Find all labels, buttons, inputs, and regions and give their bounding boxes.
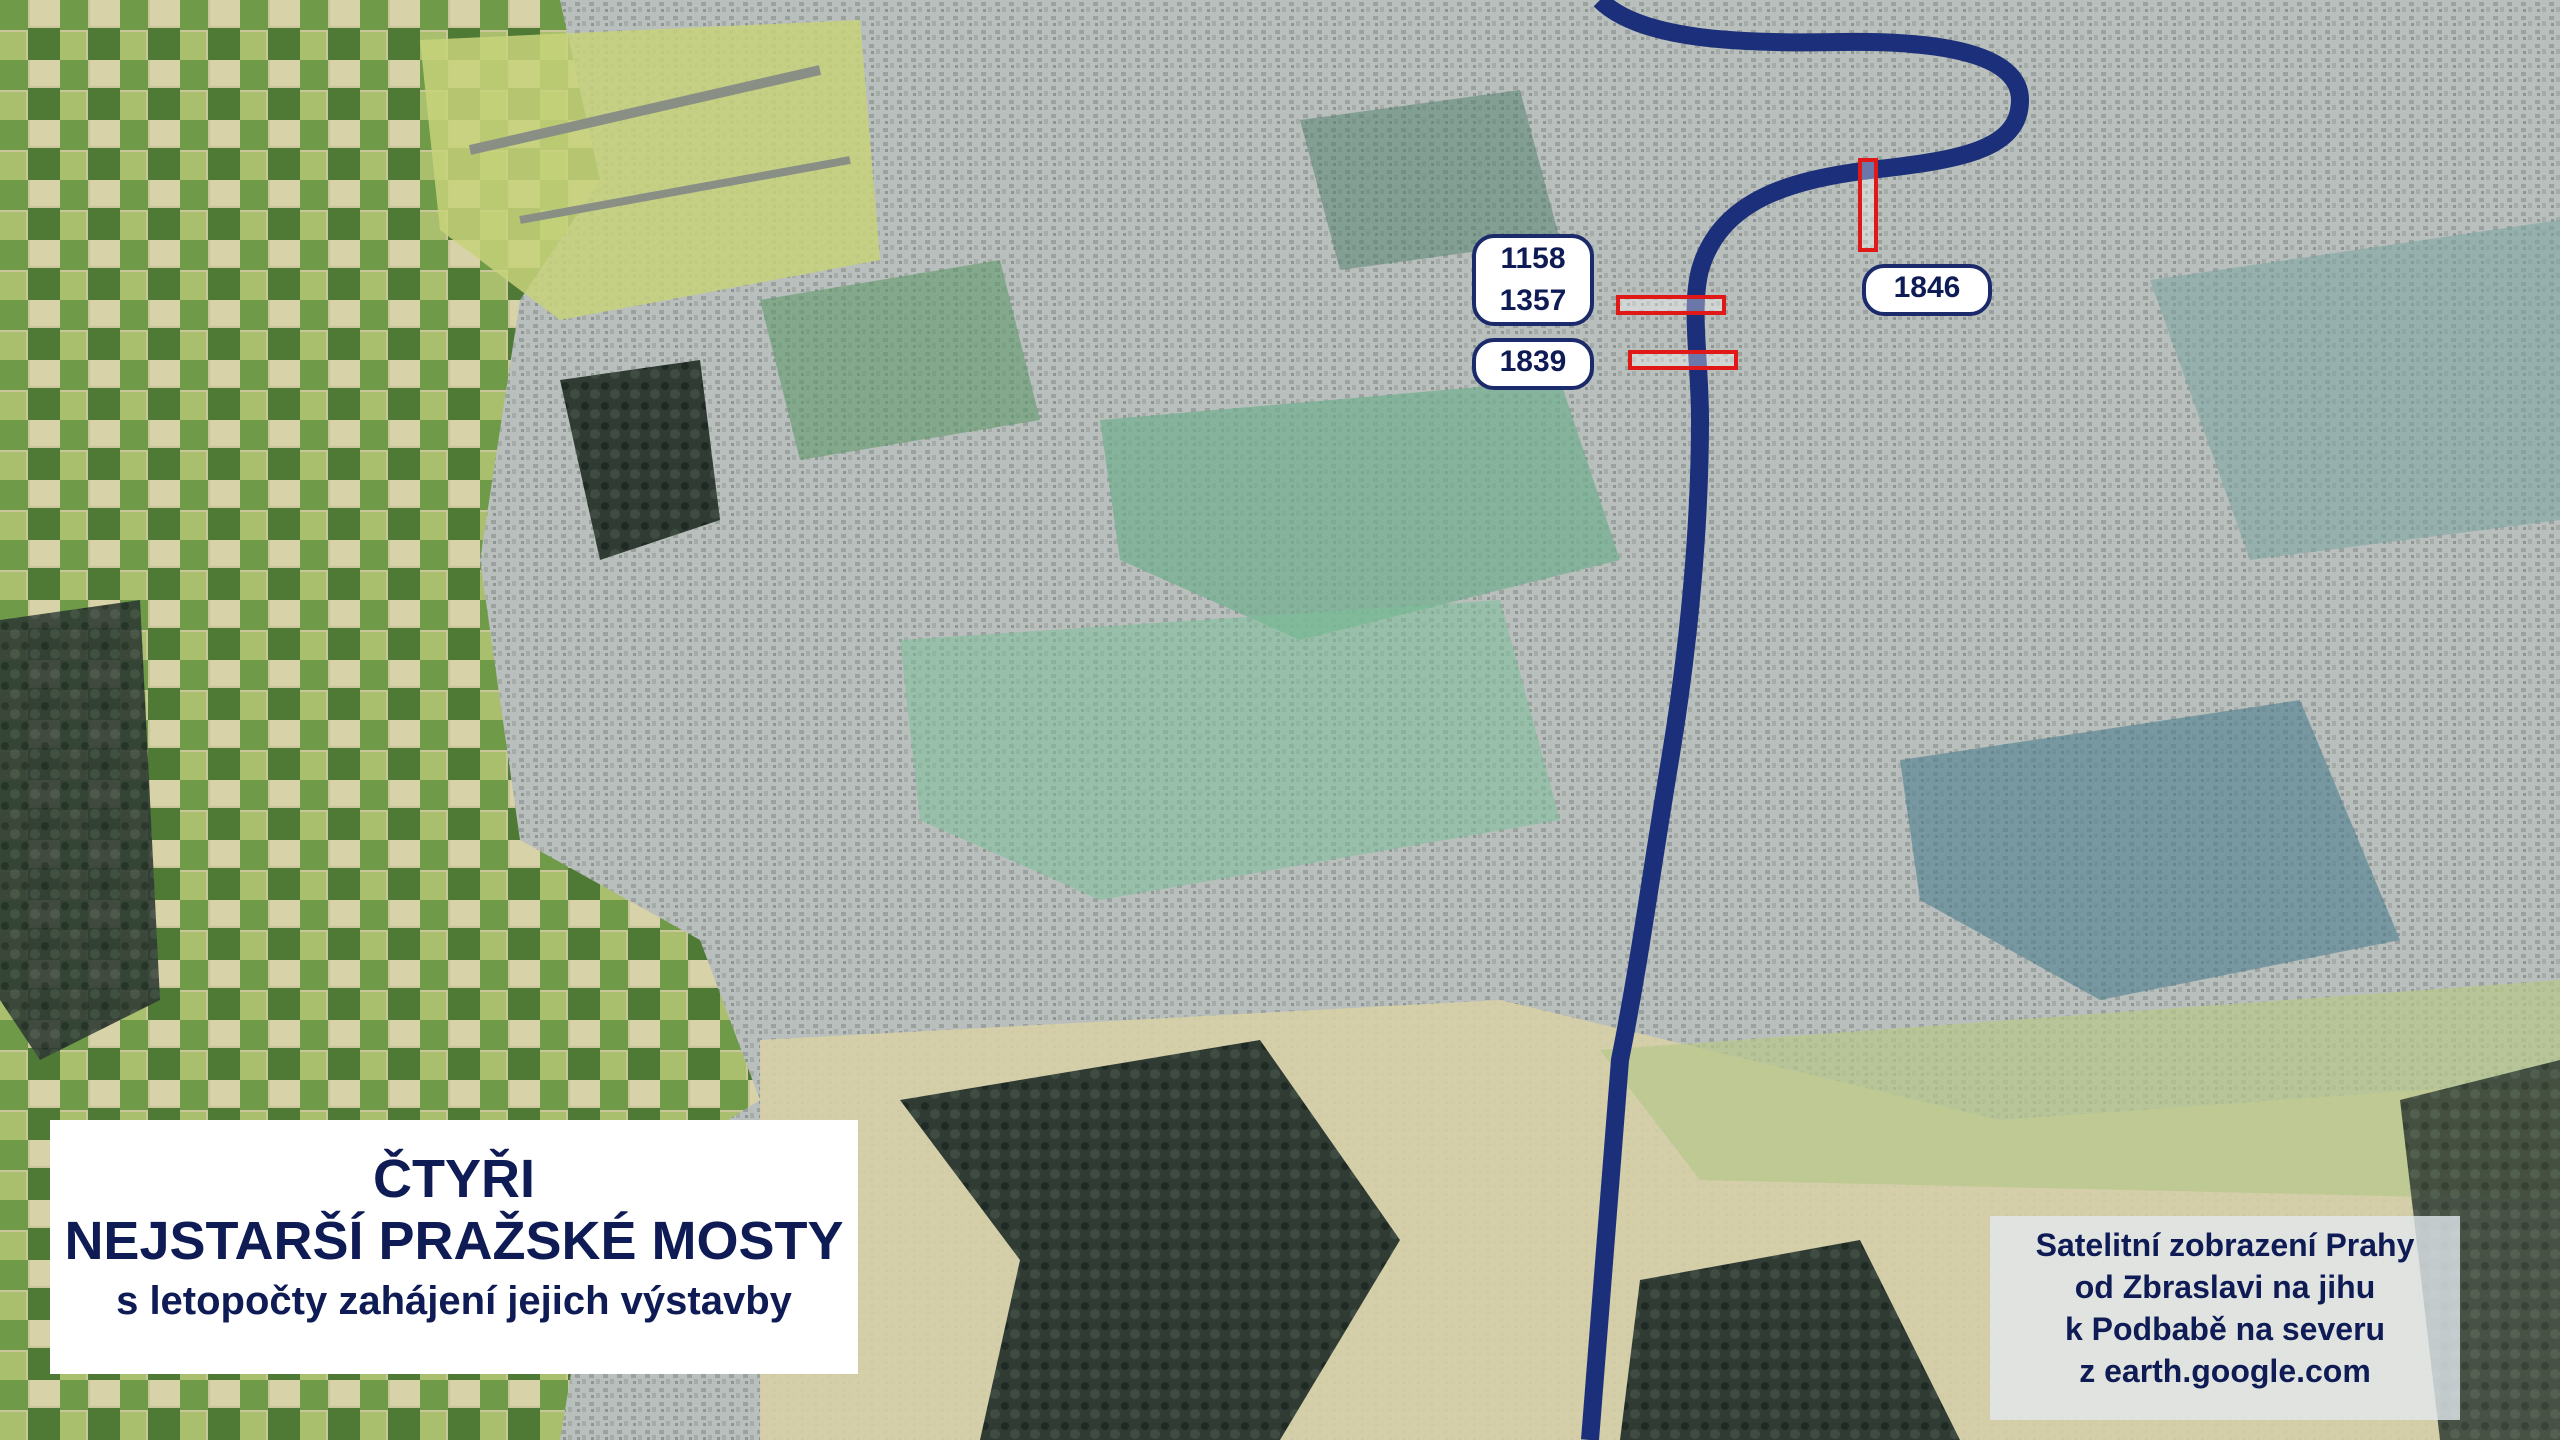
year-1846: 1846 xyxy=(1893,271,1961,304)
bridge-label-1839: 1839 xyxy=(1472,338,1594,390)
caption-line-3: k Podbabě na severu xyxy=(2064,1311,2386,1347)
title-line-2: NEJSTARŠÍ PRAŽSKÉ MOSTY xyxy=(64,1211,844,1271)
bridge-label-1158-1357: 1158 1357 xyxy=(1472,234,1594,326)
forest-west xyxy=(560,360,720,560)
bridge-marker-1846 xyxy=(1858,158,1878,252)
airport-area xyxy=(420,20,880,320)
west-fields xyxy=(0,0,760,1440)
year-1158: 1158 xyxy=(1500,242,1566,275)
caption-line-1: Satelitní zobrazení Prahy xyxy=(2035,1227,2415,1263)
vltava-river xyxy=(1581,0,2030,1440)
caption-box: Satelitní zobrazení Prahy od Zbraslavi n… xyxy=(1990,1216,2460,1420)
title-line-1: ČTYŘI xyxy=(373,1149,535,1209)
year-1839: 1839 xyxy=(1499,345,1567,378)
year-1357: 1357 xyxy=(1499,284,1567,317)
caption-line-2: od Zbraslavi na jihu xyxy=(2074,1269,2376,1305)
caption-line-4: z earth.google.com xyxy=(2079,1353,2371,1389)
title-box: ČTYŘI NEJSTARŠÍ PRAŽSKÉ MOSTY s letopočt… xyxy=(50,1120,858,1374)
forest-southwest xyxy=(0,600,160,1060)
forest-southeast xyxy=(1620,1240,1960,1440)
bridge-marker-1158-1357 xyxy=(1616,295,1726,315)
bridge-label-1846: 1846 xyxy=(1862,264,1992,316)
forest-south xyxy=(900,1040,1400,1440)
title-line-3: s letopočty zahájení jejich výstavby xyxy=(116,1279,792,1323)
bridge-marker-1839 xyxy=(1628,350,1738,370)
